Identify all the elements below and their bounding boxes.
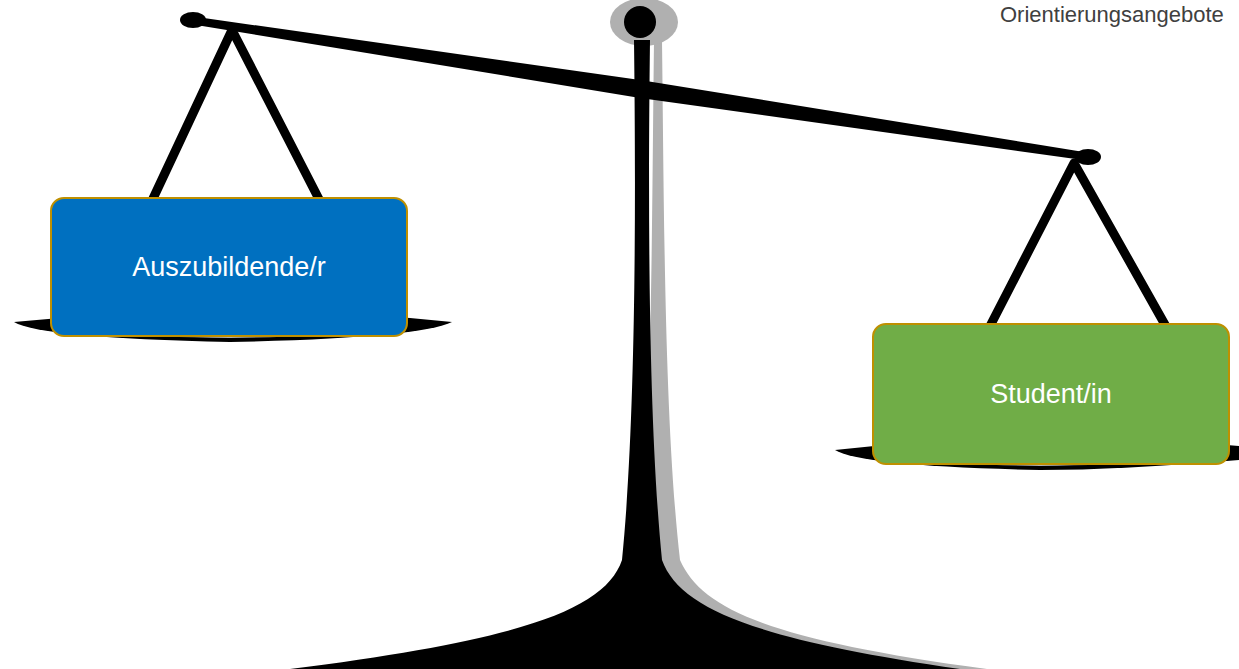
heading-label: Orientierungsangebote <box>1000 2 1224 28</box>
hanger <box>150 30 322 205</box>
label-box: Student/in <box>872 323 1230 465</box>
box-label: Student/in <box>990 379 1112 410</box>
box-label: Auszubildende/r <box>132 252 326 283</box>
post <box>290 40 960 669</box>
pivot-shadow <box>610 0 678 46</box>
label-box: Auszubildende/r <box>50 197 408 337</box>
pivot <box>624 6 656 38</box>
beam-end <box>180 12 206 28</box>
beam <box>190 16 1090 161</box>
hanger <box>988 163 1168 330</box>
